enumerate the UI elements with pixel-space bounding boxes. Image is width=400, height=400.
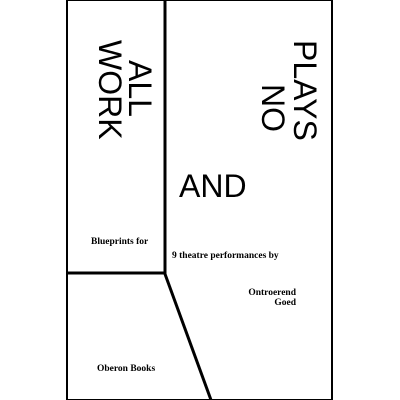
title-word-work: WORK	[92, 40, 128, 140]
title-word-plays: PLAYS	[287, 40, 323, 141]
publisher-name: Oberon Books	[97, 364, 156, 374]
author-name-line2: Goed	[274, 298, 296, 308]
divider-diagonal-line	[163, 273, 213, 400]
title-word-all: ALL	[122, 60, 158, 117]
subtitle-right: 9 theatre performances by	[172, 251, 279, 261]
title-word-and: AND	[179, 168, 247, 204]
cover-border	[66, 0, 333, 400]
author-name-line1: Ontroerend	[248, 288, 296, 298]
subtitle-left: Blueprints for	[91, 237, 149, 247]
title-word-no: NO	[255, 84, 291, 132]
